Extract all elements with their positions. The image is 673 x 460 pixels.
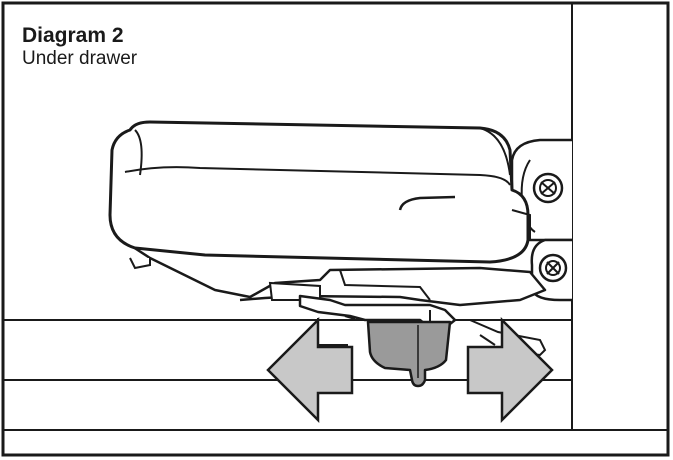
diagram-subtitle: Under drawer <box>22 48 138 70</box>
double-arrow-right-icon <box>466 316 554 424</box>
mount-screw-lower <box>538 253 568 283</box>
runner-bracket <box>129 243 547 307</box>
diagram-title: Diagram 2 <box>22 24 124 47</box>
double-arrow-left-icon <box>266 316 354 424</box>
drawer-front <box>108 120 531 264</box>
mount-screw-upper <box>532 172 564 204</box>
release-clip <box>366 320 452 388</box>
figure-caption: Diagram 2 Under drawer <box>22 24 137 70</box>
